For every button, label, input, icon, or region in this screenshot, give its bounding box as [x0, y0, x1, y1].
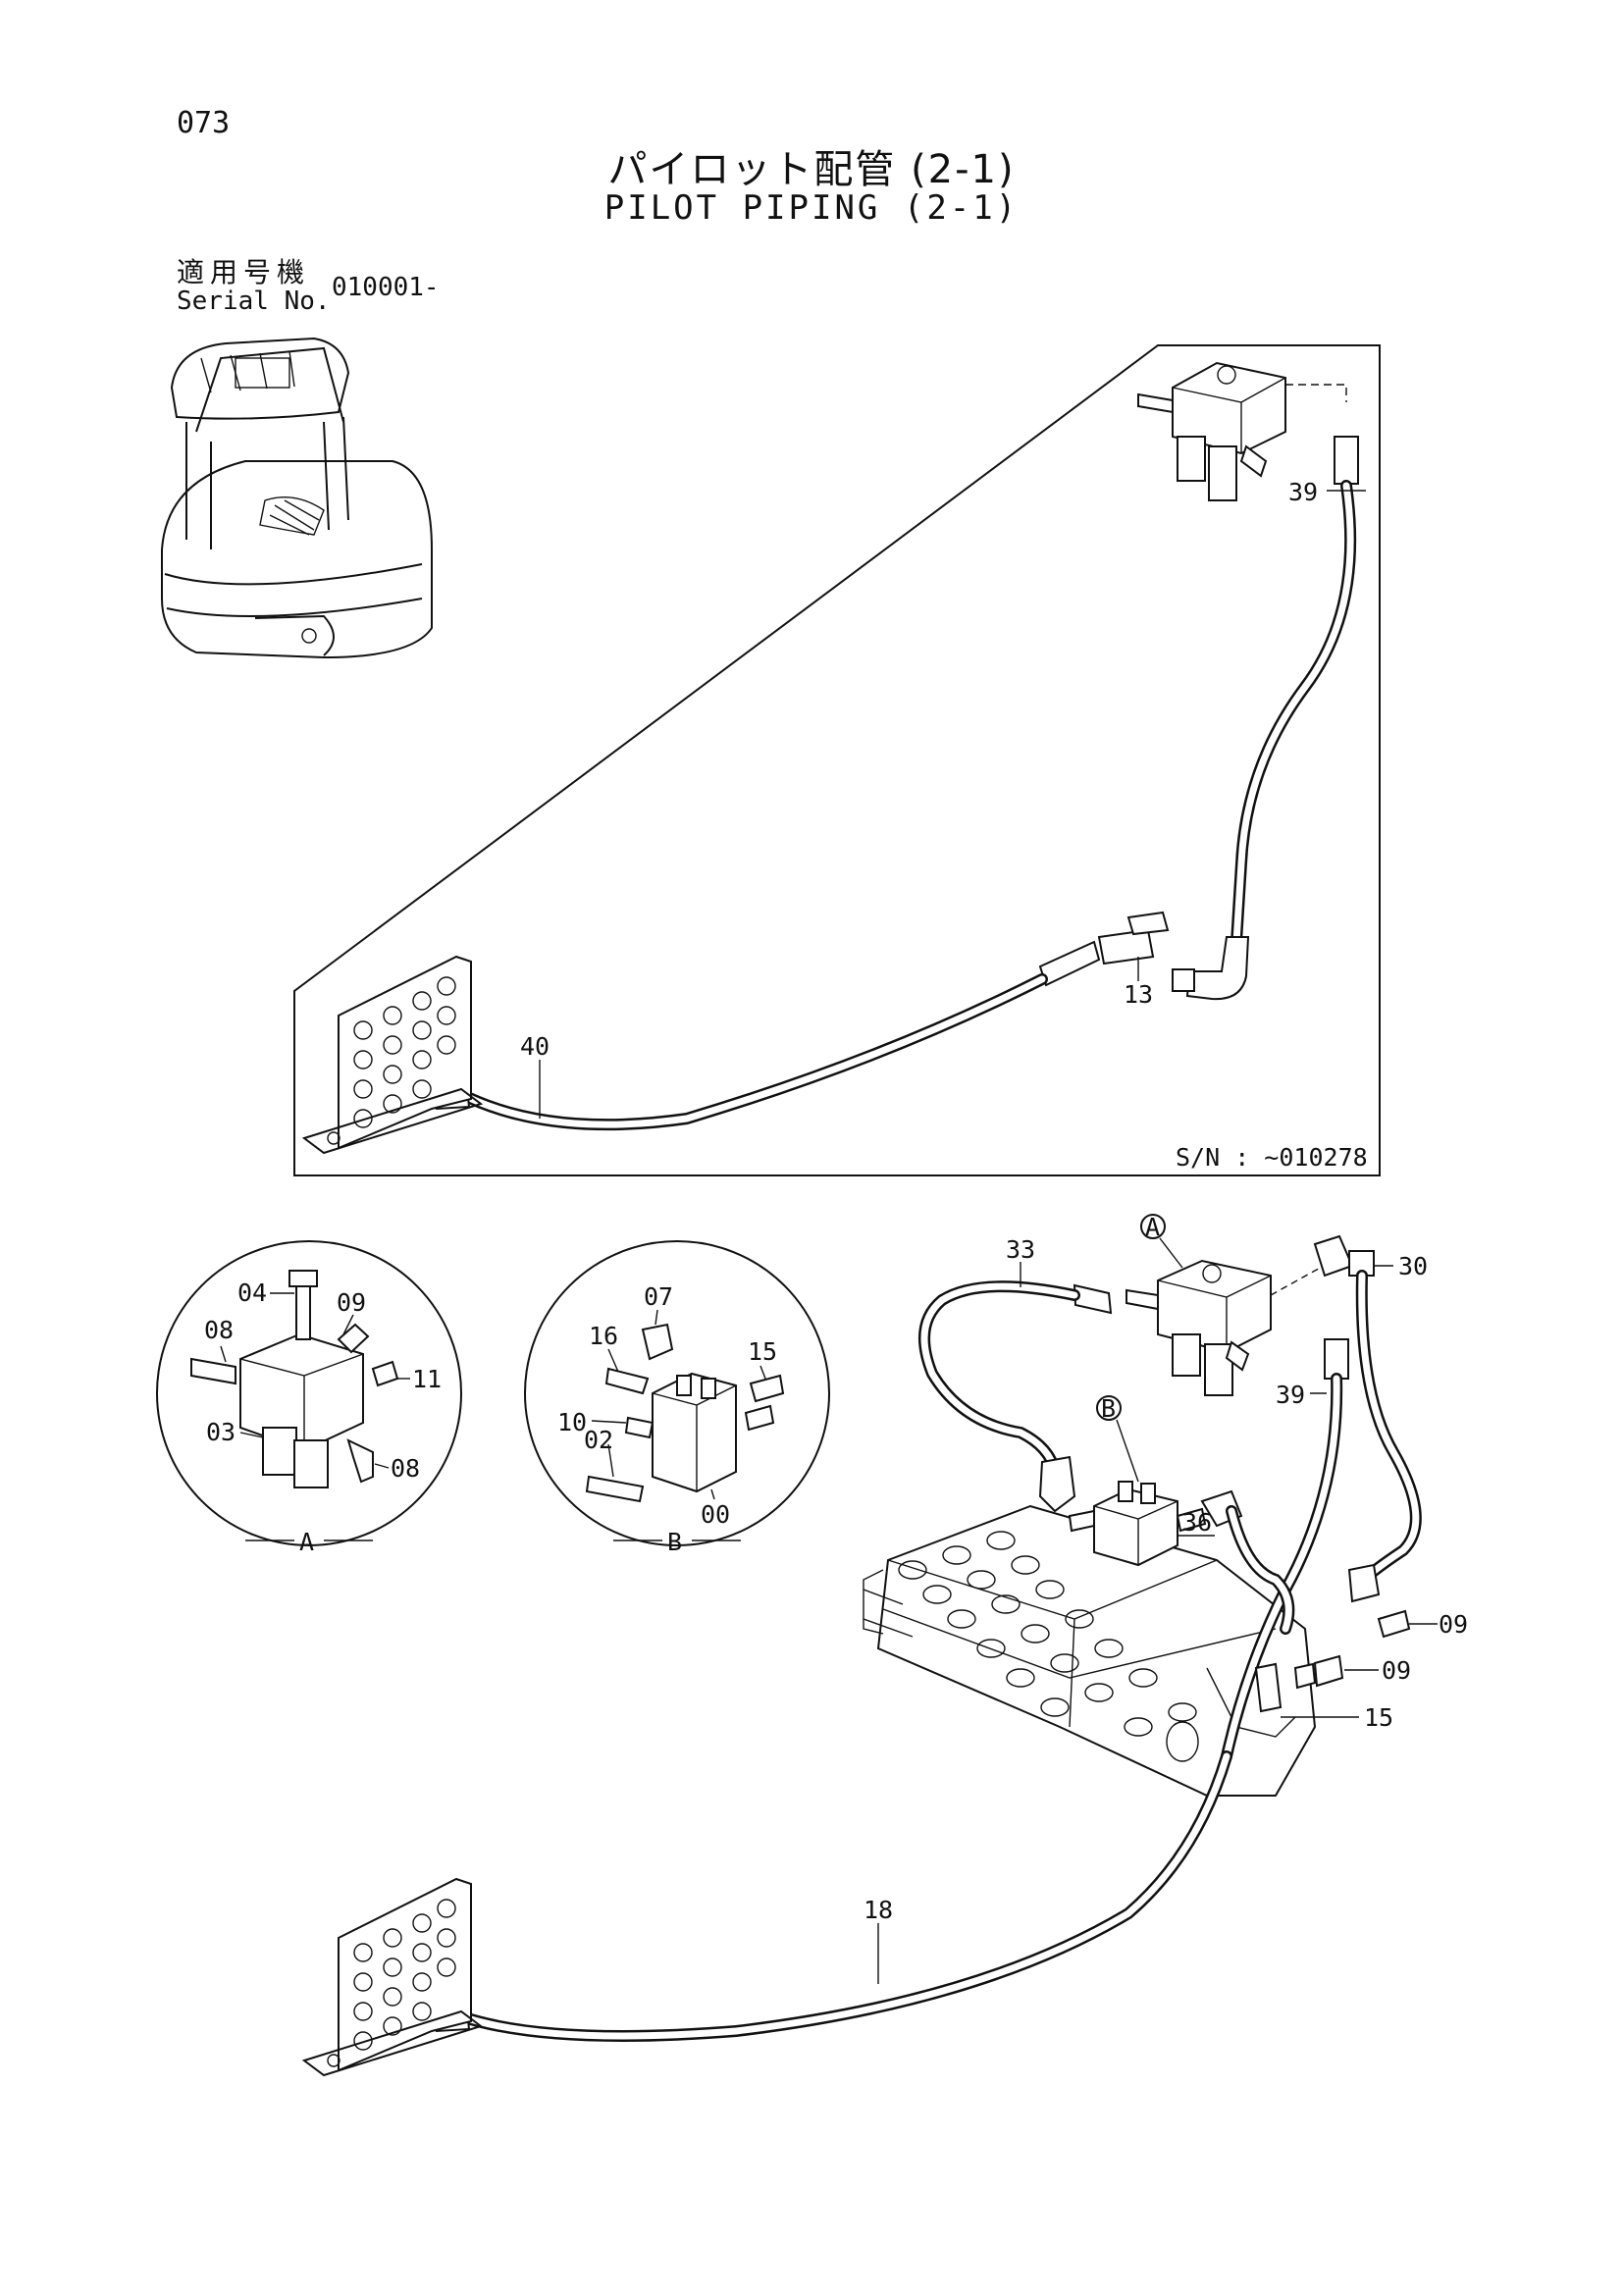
- main-label-09-lower: 09: [1382, 1656, 1411, 1685]
- page-title-english: PILOT PIPING (2-1): [603, 188, 1020, 228]
- detail-view-b: 07 16 15 10 02 00 B: [524, 1240, 830, 1556]
- main-callout-b: B: [1101, 1394, 1116, 1423]
- main-fitting-bracket: [301, 1877, 484, 2077]
- inset-label-40: 40: [520, 1032, 550, 1061]
- detail-b-label-15: 15: [748, 1337, 777, 1366]
- page-title-japanese: パイロット配管 (2-1): [607, 147, 1016, 192]
- detail-a-label-04: 04: [237, 1278, 267, 1307]
- inset-hose-39: 39: [1185, 436, 1366, 1001]
- main-hose-30: 30: [1313, 1234, 1428, 1603]
- detail-a-letter: A: [299, 1528, 314, 1556]
- page-number: 073: [177, 106, 231, 140]
- main-label-36: 36: [1182, 1508, 1212, 1537]
- serial-label-english: Serial No.: [177, 287, 331, 316]
- detail-b-label-16: 16: [589, 1322, 618, 1350]
- main-pilot-valve-a: A: [1126, 1213, 1326, 1396]
- detail-b-label-07: 07: [644, 1282, 673, 1311]
- main-label-30: 30: [1398, 1252, 1428, 1280]
- inset-label-13: 13: [1124, 980, 1153, 1009]
- main-hose-36: 36: [1178, 1489, 1295, 1635]
- main-hose-33: 33: [918, 1235, 1113, 1513]
- main-control-valve: [863, 1504, 1317, 1797]
- main-pilot-valve-b: B: [1068, 1394, 1207, 1567]
- detail-view-a: 04 09 08 11 03 08 A: [156, 1240, 462, 1556]
- detail-b-label-10: 10: [557, 1408, 587, 1436]
- main-fittings-right: 09 09 15: [1254, 1609, 1468, 1732]
- inset-pilot-valve: [1137, 361, 1347, 501]
- main-label-18: 18: [864, 1896, 893, 1924]
- inset-fitting-bracket: [301, 955, 484, 1155]
- main-label-39: 39: [1276, 1381, 1305, 1409]
- main-label-15: 15: [1364, 1703, 1393, 1732]
- detail-a-label-08-upper: 08: [204, 1316, 234, 1344]
- detail-b-letter: B: [667, 1528, 682, 1556]
- main-label-09-upper: 09: [1439, 1610, 1468, 1639]
- detail-b-label-02: 02: [584, 1426, 613, 1454]
- main-callout-a: A: [1145, 1213, 1160, 1241]
- machine-location-sketch: [161, 337, 433, 659]
- detail-a-label-11: 11: [412, 1365, 442, 1393]
- inset-hose-40: 40: [430, 940, 1101, 1131]
- detail-b-label-00: 00: [701, 1500, 730, 1529]
- serial-number-value: 010001-: [332, 273, 440, 302]
- serial-inset-panel: S/N : ~010278: [293, 344, 1381, 1176]
- serial-label-japanese: 適用号機: [177, 256, 311, 288]
- main-label-33: 33: [1006, 1235, 1035, 1264]
- detail-a-label-03: 03: [206, 1418, 236, 1446]
- main-hose-18: 18: [430, 1750, 1232, 2042]
- serial-range-text: S/N : ~010278: [1176, 1143, 1368, 1172]
- detail-a-label-09: 09: [337, 1288, 366, 1317]
- inset-tee-fitting-13: 13: [1097, 911, 1195, 1009]
- detail-a-label-08-lower: 08: [391, 1454, 420, 1483]
- inset-label-39: 39: [1288, 478, 1318, 506]
